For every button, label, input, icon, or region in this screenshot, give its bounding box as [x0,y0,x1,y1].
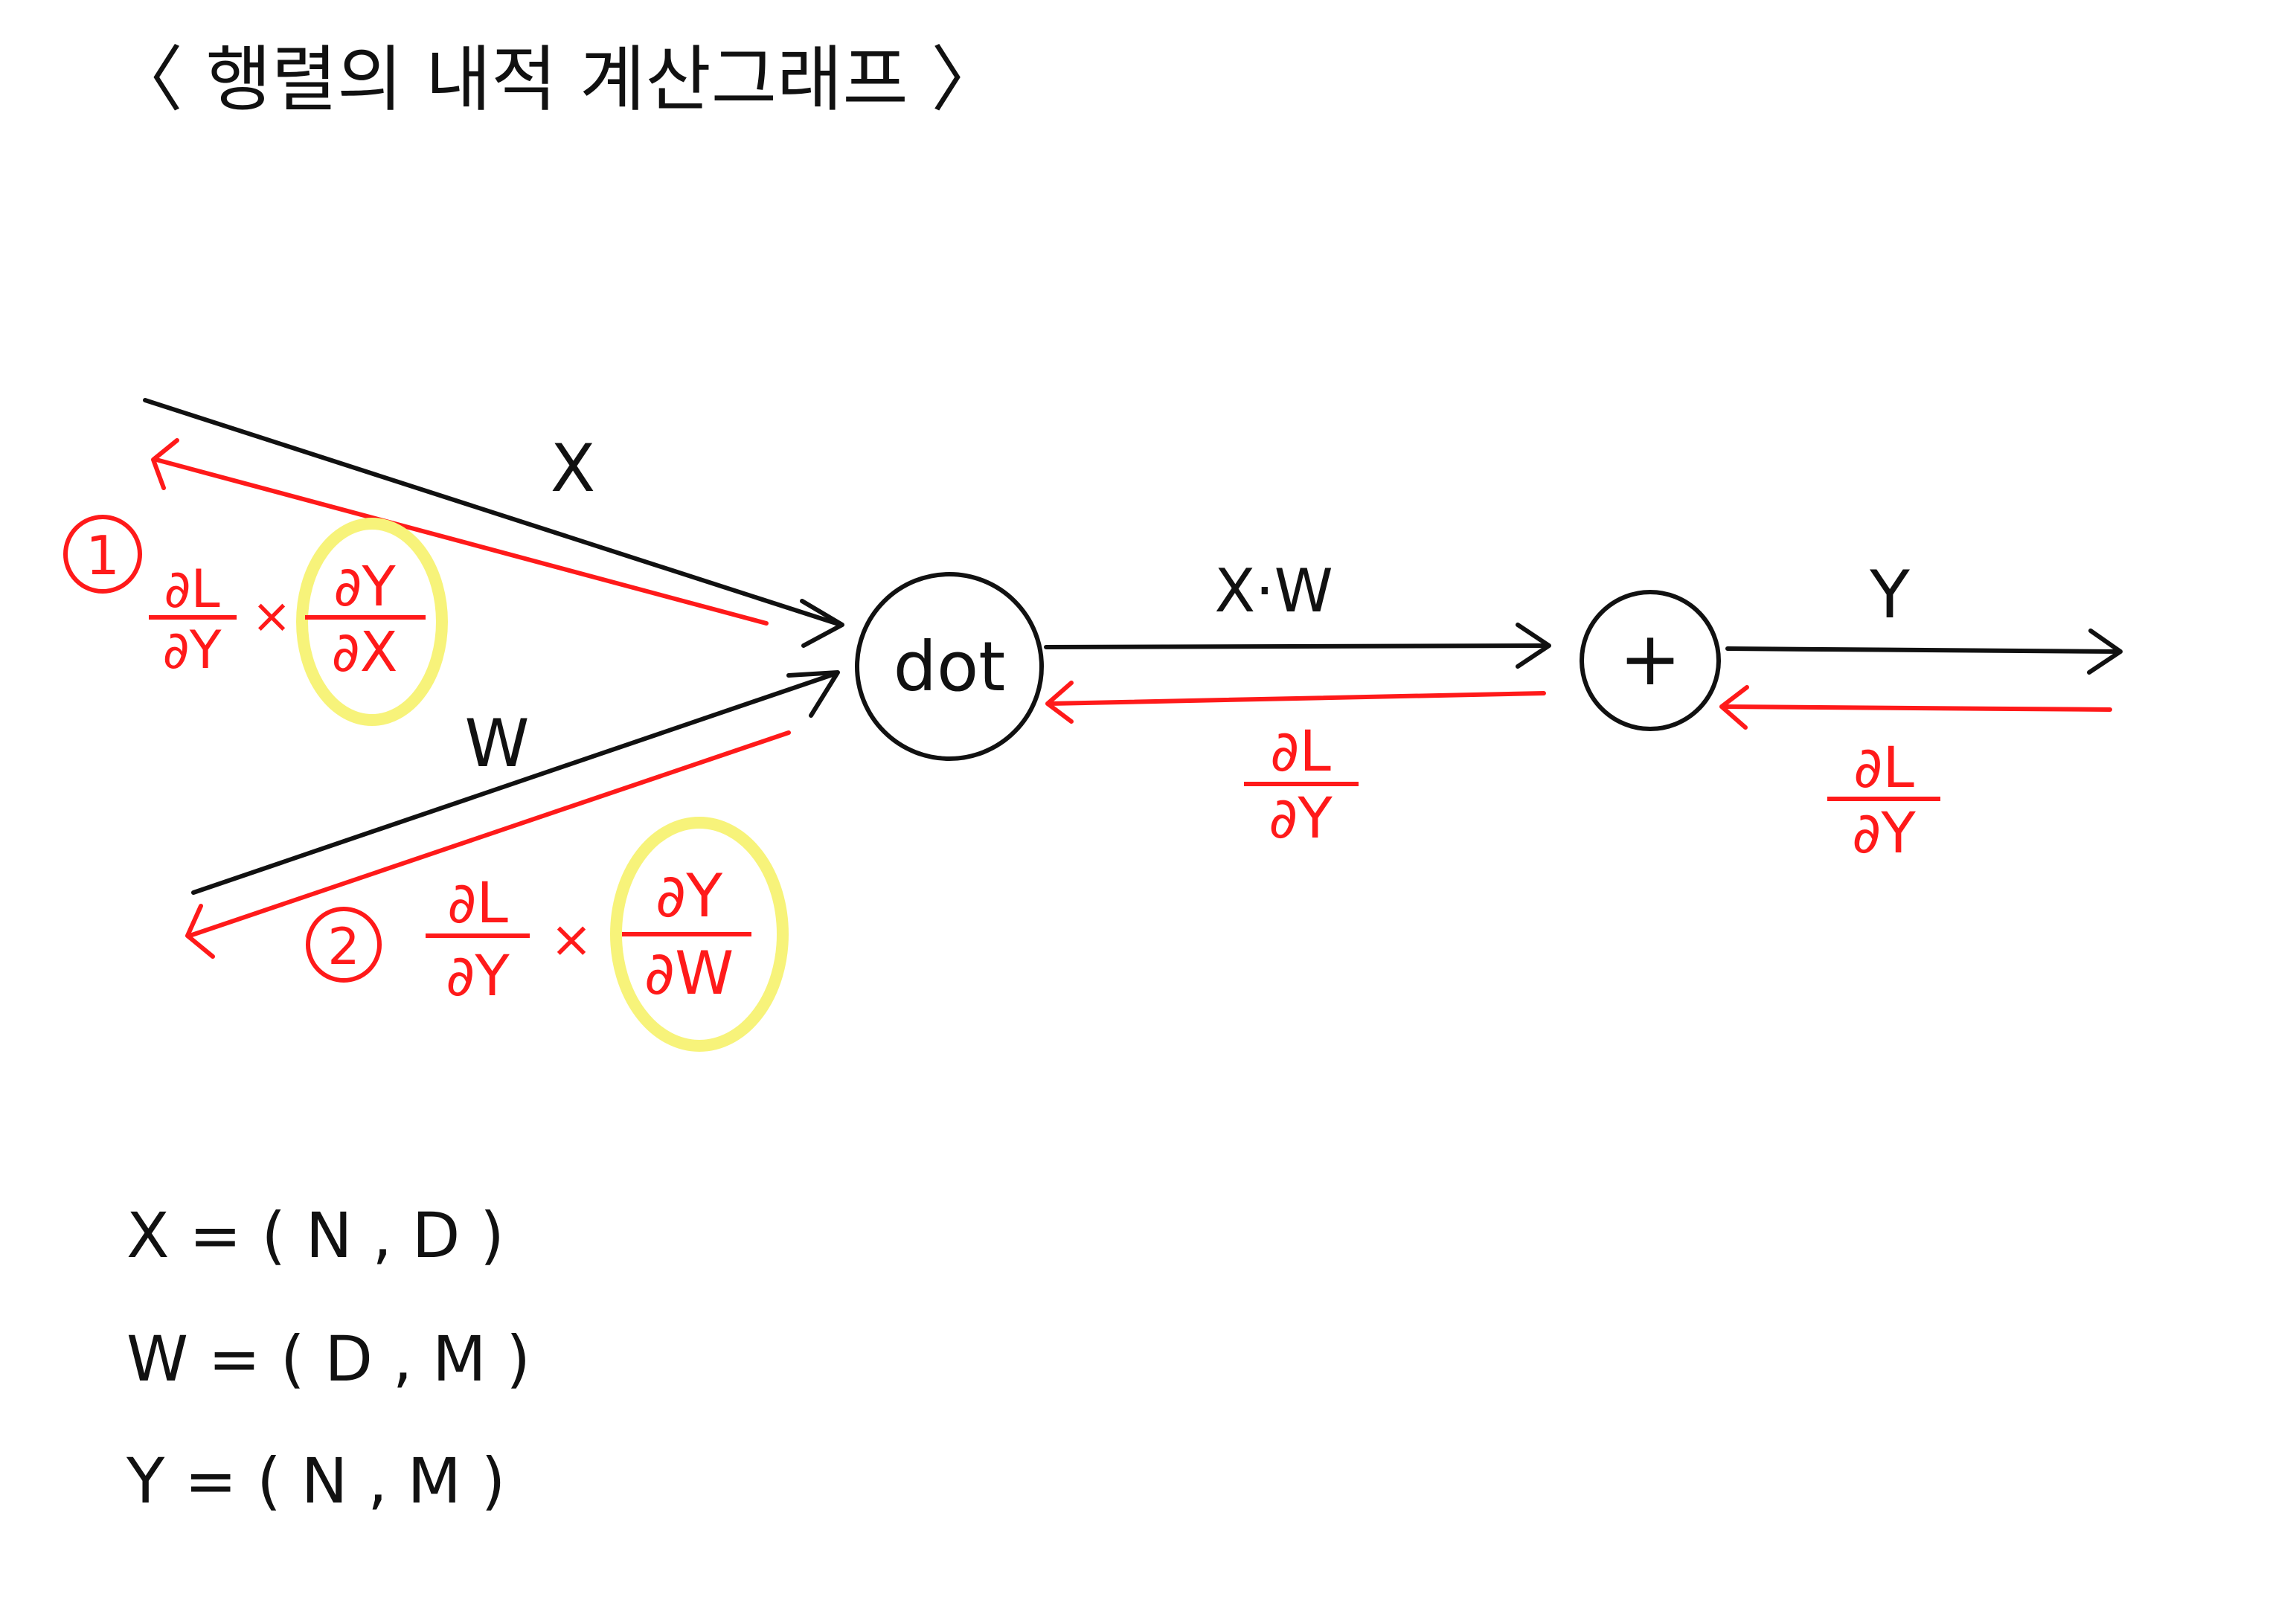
w-input-line [191,671,839,895]
w-input-label: W [464,705,529,782]
shape-x: X = ( N , D ) [126,1199,504,1272]
add-grad-arrowhead [1719,685,1749,730]
fraction-denominator: ∂Y [163,620,222,681]
add-output-arrowhead [2087,629,2123,675]
w-grad-arrowhead [185,904,215,959]
add-node-label: + [1619,615,1681,702]
add-grad-line [1721,704,2112,712]
x-input-line [143,398,843,627]
fraction-numerator: ∂L [164,559,219,620]
dot-output-grad-fraction: ∂L ∂Y [1244,718,1359,851]
x-grad-upstream-fraction: ∂L ∂Y [149,559,237,681]
dot-output-label: X·W [1214,556,1333,626]
fraction-numerator: ∂L [447,870,508,936]
fraction-denominator: ∂Y [1852,800,1916,866]
dy-dx-fraction: ∂Y ∂X [305,555,426,684]
fraction-numerator: ∂L [1853,734,1914,800]
forward-paths [143,398,2123,895]
dot-output-arrowhead [1516,623,1551,669]
step-2-number: 2 [327,918,359,977]
dy-dw-fraction: ∂Y ∂W [622,861,751,1008]
w-grad-times-sign: × [551,910,593,969]
dot-node-label: dot [894,627,1006,707]
dot-grad-line [1047,691,1546,706]
add-output-grad-fraction: ∂L ∂Y [1827,734,1940,866]
dy-dx-highlight [296,518,448,726]
add-output-label: Y [1869,556,1910,633]
fraction-denominator: ∂X [332,620,398,684]
x-input-label: X [551,430,595,507]
dot-node [855,572,1044,761]
add-output-line [1725,646,2121,654]
step-1-circle [63,515,142,594]
w-grad-line [187,730,791,938]
backward-paths [151,438,2112,959]
page-title: 〈 행렬의 내적 계산그래프 〉 [112,38,1002,121]
add-node [1580,590,1721,731]
shape-w: W = ( D , M ) [126,1322,530,1395]
fraction-denominator: ∂Y [1269,785,1333,851]
fraction-numerator: ∂Y [655,861,723,931]
x-grad-arrowhead [151,438,179,490]
dot-output-line [1044,643,1550,649]
w-input-arrowhead [786,670,840,718]
x-grad-times-sign: × [251,589,292,644]
step-2-circle [306,907,382,983]
x-grad-line [154,457,769,626]
step-1-number: 1 [86,524,120,587]
fraction-numerator: ∂L [1270,718,1331,784]
shape-y: Y = ( N , M ) [126,1444,505,1517]
fraction-denominator: ∂Y [446,942,510,1009]
x-input-arrowhead [800,599,844,648]
dy-dw-highlight [610,817,789,1052]
w-grad-upstream-fraction: ∂L ∂Y [426,870,530,1009]
fraction-numerator: ∂Y [333,555,396,619]
fraction-denominator: ∂W [644,939,734,1008]
dot-grad-arrowhead [1045,681,1074,724]
